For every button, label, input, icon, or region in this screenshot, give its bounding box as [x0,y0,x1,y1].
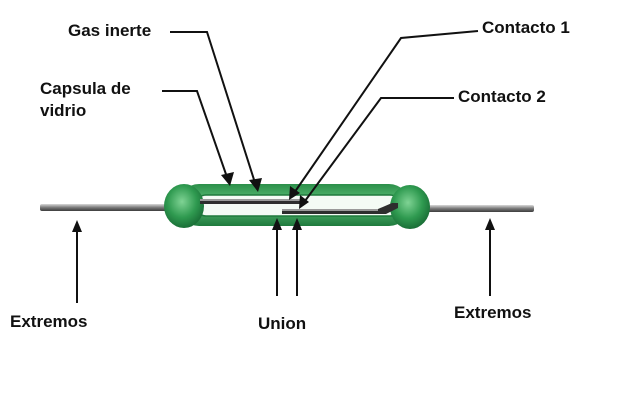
contacto-1-label: Contacto 1 [482,18,570,37]
union-label: Union [258,314,307,333]
capsula-label-line-2: vidrio [40,101,87,120]
gas-inerte-leader [170,31,257,187]
union-arrowhead-2 [292,218,302,230]
contacto2-arrowhead [299,195,309,209]
contacto1-arrowhead [289,186,300,200]
contacto2-leader [301,97,454,206]
extremos-left-label: Extremos [10,312,88,331]
contact-1-reed [200,199,302,204]
capsula-leader [162,90,229,181]
gas-inerte-label: Gas inerte [68,21,152,40]
capsula-de-vidrio-label: Capsula de vidrio [40,78,131,122]
left-lead-wire [40,204,172,211]
capsula-arrowhead [221,172,234,186]
contact-1-highlight [200,199,302,201]
capsula-label-line-1: Capsula de [40,79,131,98]
extremos-left-arrowhead [72,220,82,232]
contact-2-highlight [282,209,378,211]
right-end-cap [390,185,430,229]
extremos-right-label: Extremos [454,303,532,322]
contacto-2-label: Contacto 2 [458,87,546,106]
right-lead-wire [420,205,534,212]
gas-inerte-arrowhead [249,178,262,192]
contact-2-reed [282,203,398,214]
contacto1-leader [291,30,479,197]
extremos-right-arrowhead [485,218,495,230]
left-end-cap [164,184,204,228]
union-arrowhead-1 [272,218,282,230]
